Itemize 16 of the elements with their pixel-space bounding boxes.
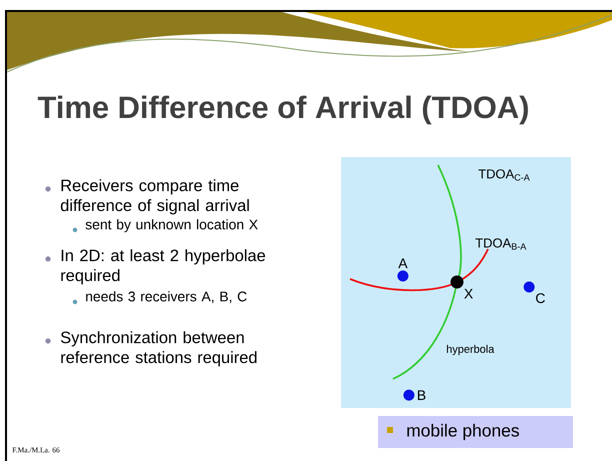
category-box [378, 416, 573, 448]
node-label: X [464, 288, 473, 299]
curve-label: TDOA$_{C-A}$ [478, 169, 530, 181]
curve-label: TDOA$_{B-A}$ [476, 238, 526, 250]
bullet-text: Synchronization between reference stations required [60, 331, 256, 366]
node-label: A [398, 258, 408, 268]
node-label: B [418, 390, 426, 400]
bullet-text: sent by unknown location X [86, 219, 258, 232]
diagram-panel [341, 157, 571, 408]
bullet-text: Receivers compare time difference of signal arrival [60, 179, 249, 214]
bullet-text: needs 3 receivers A, B, C [86, 291, 247, 304]
bullet-text: In 2D: at least 2 hyperbolae required [61, 249, 266, 284]
node-label: C [536, 293, 545, 304]
curve-label: hyperbola [446, 344, 494, 356]
title: Time Difference of Arrival (TDOA) [38, 96, 528, 124]
category-label: mobile phones [407, 424, 519, 440]
